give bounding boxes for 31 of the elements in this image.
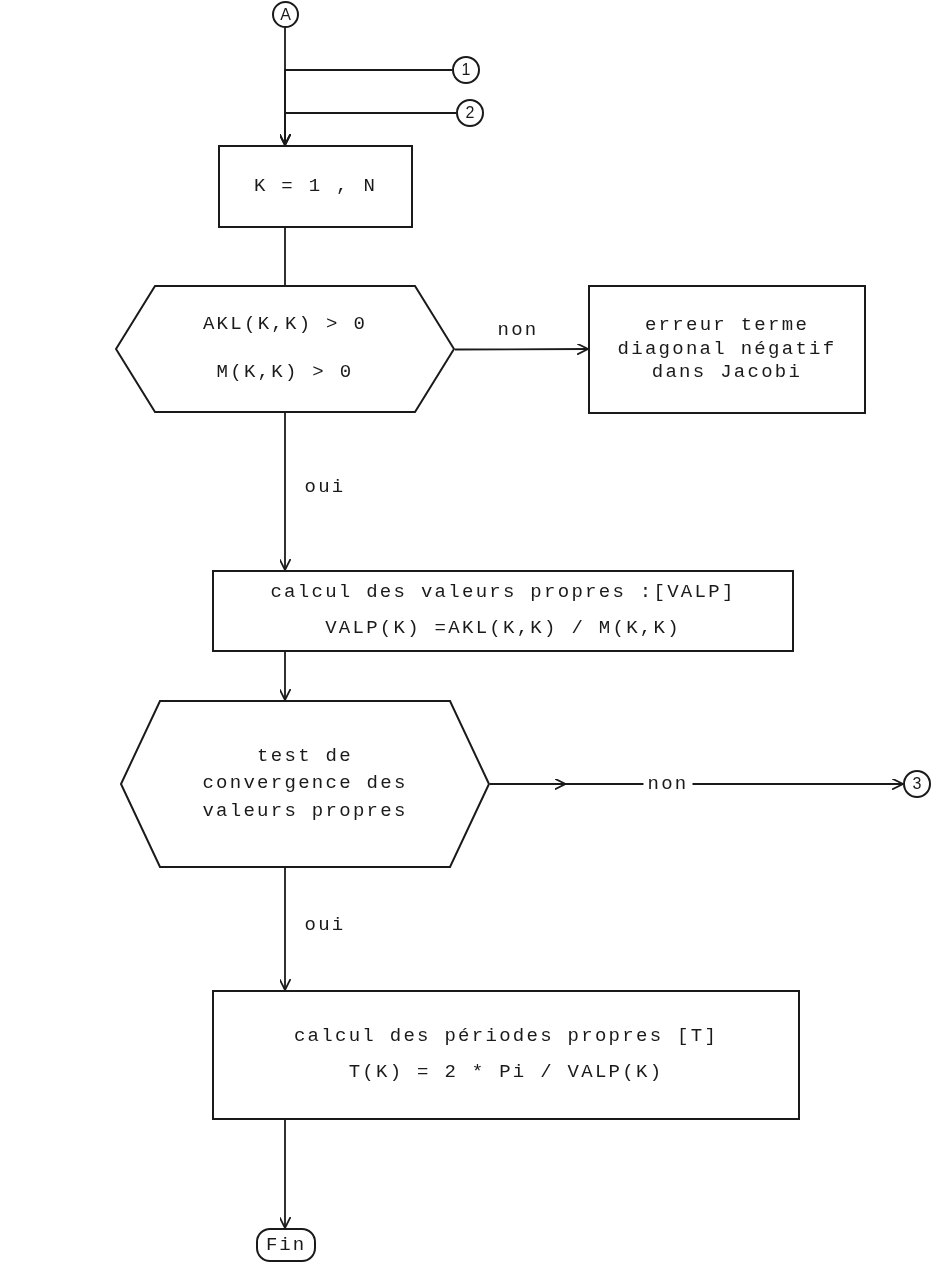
node-text: 2	[465, 105, 475, 121]
arrow	[278, 651, 292, 701]
process-box	[588, 285, 866, 414]
node-text: 1	[461, 62, 471, 78]
node-text: M(K,K) > 0	[216, 360, 354, 385]
terminal-box	[256, 1228, 316, 1262]
node-text: 3	[912, 776, 922, 792]
node-text: calcul des périodes propres [T]	[293, 1025, 719, 1049]
arrow	[278, 867, 292, 991]
node-text: VALP(K) =AKL(K,K) / M(K,K)	[325, 617, 681, 641]
edge-label: oui	[303, 912, 347, 938]
node-text: calcul des valeurs propres :[VALP]	[270, 581, 736, 605]
arrow	[278, 112, 457, 146]
node-text: Fin	[266, 1232, 306, 1258]
node-text: test de convergence des valeurs propres	[201, 743, 409, 824]
decision-hexagon	[120, 700, 490, 868]
node-text: erreur terme diagonal négatif dans Jacobi	[616, 313, 838, 386]
arrow	[278, 1119, 292, 1229]
edge-label: oui	[303, 474, 347, 500]
node-text: A	[280, 6, 291, 23]
decision-hexagon	[115, 285, 455, 413]
process-box	[212, 990, 800, 1120]
arrow	[278, 412, 292, 571]
process-box	[212, 570, 794, 652]
node-text: K = 1 , N	[253, 174, 378, 199]
node-text: AKL(K,K) > 0	[202, 312, 368, 338]
arrow	[454, 342, 589, 356]
connector-line	[284, 227, 286, 286]
process-box	[218, 145, 413, 228]
node-text: T(K) = 2 * Pi / VALP(K)	[348, 1061, 664, 1085]
edge-label: non	[496, 317, 540, 343]
